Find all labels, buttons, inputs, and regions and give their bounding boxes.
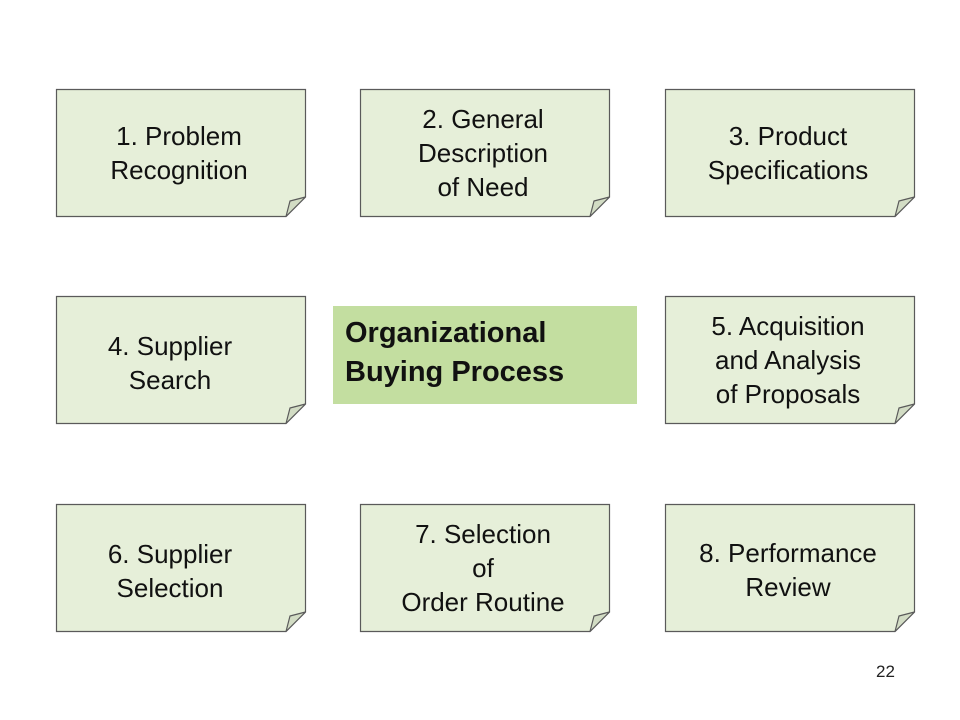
- step-card-product-specifications: 3. Product Specifications: [664, 88, 916, 218]
- folded-paper-shape: [664, 295, 916, 425]
- step-card-order-routine: 7. Selection of Order Routine: [359, 503, 611, 633]
- step-card-supplier-search: 4. Supplier Search: [55, 295, 307, 425]
- paper-fold: [894, 611, 916, 633]
- folded-paper-shape: [664, 88, 916, 218]
- step-line: 8. Performance: [699, 538, 877, 568]
- step-text: 5. Acquisition and Analysis of Proposals: [671, 296, 905, 424]
- paper-fold: [894, 403, 916, 425]
- folded-paper-shape: [359, 88, 611, 218]
- step-line: Specifications: [707, 155, 869, 185]
- paper-fold: [589, 611, 611, 633]
- paper-fold: [285, 611, 307, 633]
- step-line: 1. Problem: [116, 120, 242, 151]
- folded-paper-shape: [359, 503, 611, 633]
- paper-fold: [894, 196, 916, 218]
- folded-paper-shape: [55, 503, 307, 633]
- step-line: 3. Product: [728, 121, 848, 151]
- step-line: 5. Acquisition: [711, 311, 865, 341]
- step-line: Review: [745, 572, 831, 602]
- paper-fold: [285, 403, 307, 425]
- page-number: 22: [876, 662, 895, 681]
- step-text: 3. Product Specifications: [671, 89, 905, 217]
- paper-fold: [589, 196, 611, 218]
- step-text: 8. Performance Review: [671, 508, 905, 632]
- step-text: 4. Supplier Search: [50, 302, 290, 424]
- step-line: 7. Selection: [415, 519, 551, 549]
- step-line: of Proposals: [715, 379, 861, 409]
- folded-paper-shape: [664, 503, 916, 633]
- step-line: Selection: [116, 573, 224, 603]
- step-line: Order Routine: [401, 587, 565, 617]
- step-text: 7. Selection of Order Routine: [366, 504, 600, 632]
- step-line: Recognition: [110, 154, 248, 185]
- folded-paper-shape: [55, 88, 307, 218]
- step-card-performance-review: 8. Performance Review: [664, 503, 916, 633]
- step-line: Search: [128, 365, 212, 395]
- step-line: 6. Supplier: [107, 539, 233, 569]
- paper-fold: [285, 196, 307, 218]
- folded-paper-shape: [55, 295, 307, 425]
- step-card-acquisition-analysis: 5. Acquisition and Analysis of Proposals: [664, 295, 916, 425]
- step-line: of Need: [437, 172, 529, 202]
- center-title-box: Organizational Buying Process: [333, 306, 637, 404]
- step-text: 2. General Description of Need: [366, 89, 600, 217]
- center-title-line: Buying Process: [345, 356, 565, 388]
- center-title-line: Organizational: [345, 317, 547, 349]
- step-text: 6. Supplier Selection: [50, 510, 290, 632]
- step-line: 4. Supplier: [107, 331, 233, 361]
- step-card-supplier-selection: 6. Supplier Selection: [55, 503, 307, 633]
- step-line: and Analysis: [715, 345, 861, 375]
- step-text: 1. Problem Recognition: [62, 88, 296, 217]
- step-line: Description: [417, 138, 549, 168]
- step-card-problem-recognition: 1. Problem Recognition: [55, 88, 307, 218]
- step-line: of: [472, 553, 494, 583]
- step-card-general-description: 2. General Description of Need: [359, 88, 611, 218]
- step-line: 2. General: [422, 104, 544, 134]
